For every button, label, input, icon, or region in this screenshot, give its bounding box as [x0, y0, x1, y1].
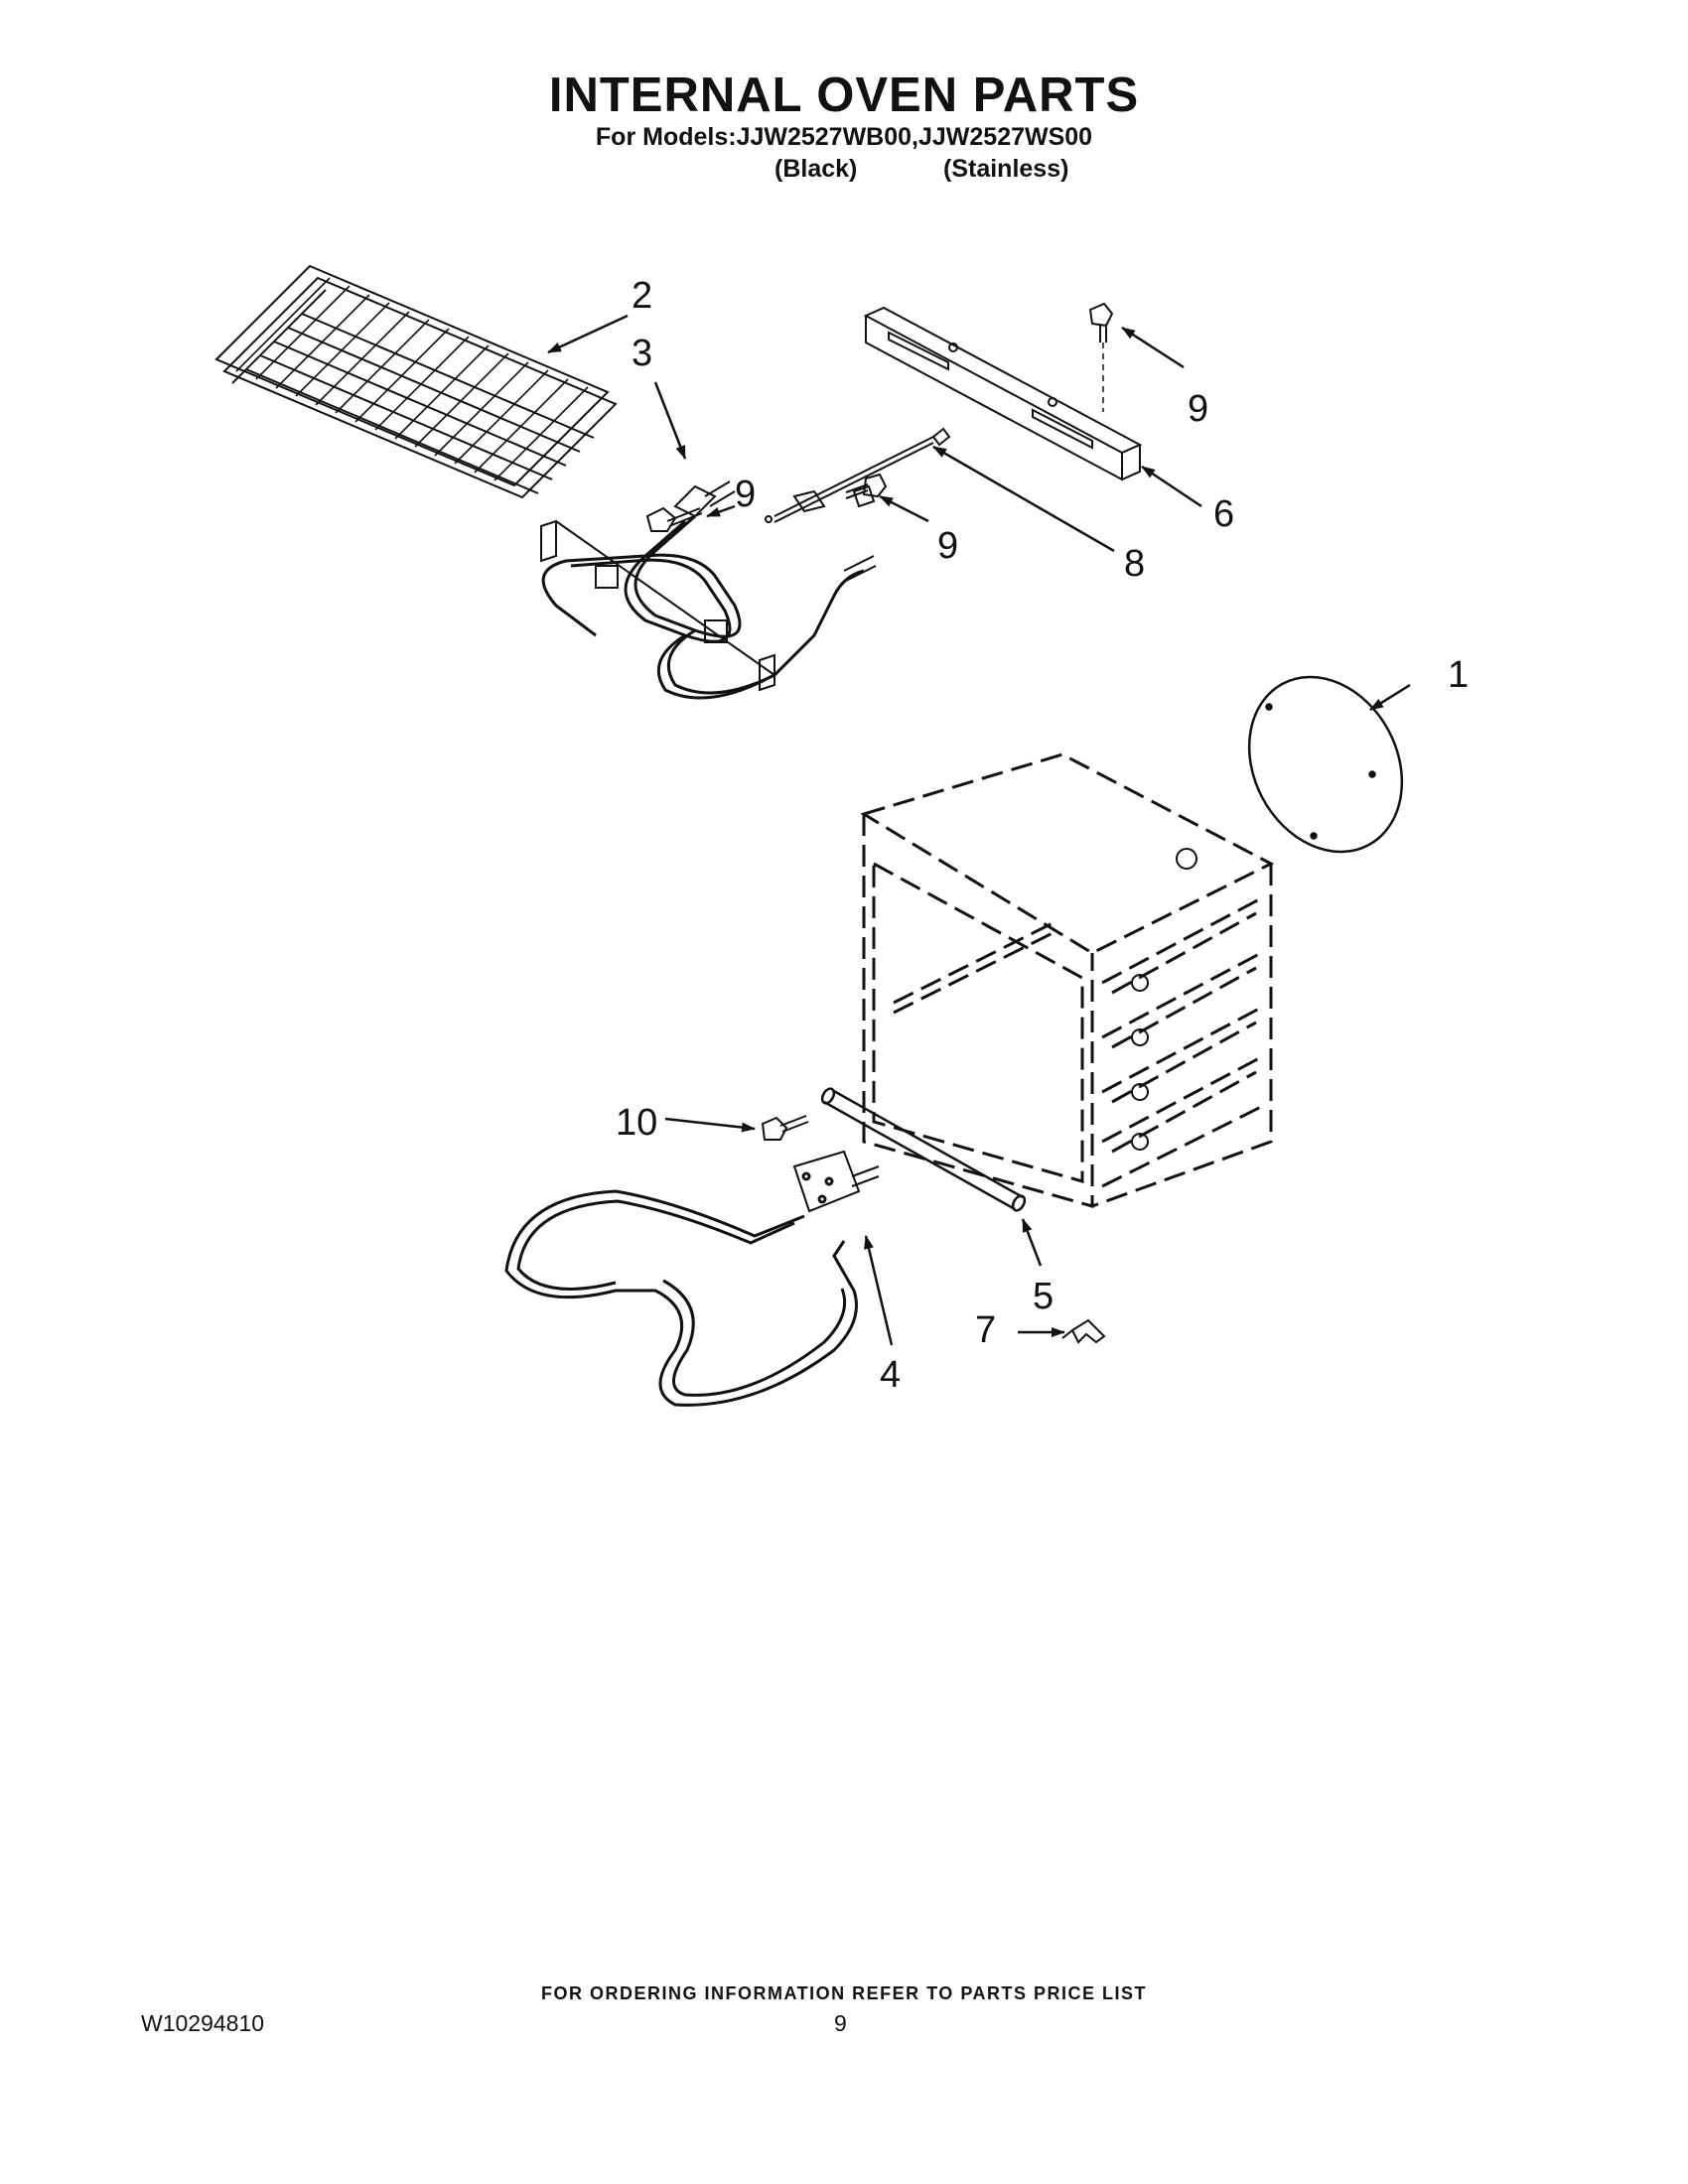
- callout-9c: 9: [1188, 388, 1208, 430]
- callout-1: 1: [1448, 654, 1469, 696]
- variant-stainless-label: (Stainless): [943, 155, 1069, 183]
- leader-9c: [1121, 326, 1185, 369]
- ordering-note: FOR ORDERING INFORMATION REFER TO PARTS …: [540, 1983, 1147, 2003]
- leader-3: [653, 381, 687, 460]
- screw-part-9b: [845, 473, 888, 499]
- document-number: W10294810: [141, 2010, 265, 2036]
- leader-4: [864, 1235, 894, 1346]
- callout-8: 8: [1124, 543, 1145, 585]
- oven-rack-part: [214, 264, 618, 499]
- leader-1: [1369, 683, 1411, 712]
- temperature-sensor-part: [765, 427, 951, 523]
- models-line: For Models:JJW2527WB00,JJW2527WS00: [595, 123, 1093, 151]
- door-gasket-part: [1247, 675, 1404, 854]
- callout-10: 10: [616, 1102, 657, 1144]
- leader-9a: [706, 504, 736, 518]
- tube-part: [820, 1087, 1027, 1212]
- callout-9a: 9: [735, 474, 756, 515]
- upper-heating-element-part: [540, 480, 877, 700]
- page-number: 9: [834, 2010, 847, 2036]
- leader-2: [547, 314, 629, 354]
- bake-element-part: [504, 1150, 880, 1407]
- callout-5: 5: [1033, 1276, 1054, 1317]
- leader-9b: [879, 494, 929, 523]
- leader-6: [1141, 465, 1202, 508]
- screw-part-9c: [1088, 302, 1114, 412]
- clip-part: [1061, 1318, 1106, 1344]
- vent-bracket-part: [863, 306, 1143, 481]
- page-title: INTERNAL OVEN PARTS: [548, 68, 1140, 122]
- callout-7: 7: [975, 1309, 996, 1351]
- leader-5: [1021, 1218, 1043, 1267]
- leader-8: [932, 445, 1115, 553]
- oven-cavity-reference: [860, 752, 1275, 1208]
- callout-4: 4: [880, 1354, 901, 1396]
- variant-black-label: (Black): [774, 155, 858, 183]
- callout-3: 3: [632, 333, 652, 374]
- callout-6: 6: [1213, 493, 1234, 535]
- leader-lines: [547, 314, 1411, 1346]
- callout-2: 2: [632, 275, 652, 317]
- screw-part-9a: [645, 506, 703, 532]
- cavity-details: [1131, 848, 1197, 1151]
- screw-part-10: [761, 1115, 809, 1141]
- leader-10: [664, 1117, 756, 1133]
- callout-9b: 9: [937, 525, 958, 567]
